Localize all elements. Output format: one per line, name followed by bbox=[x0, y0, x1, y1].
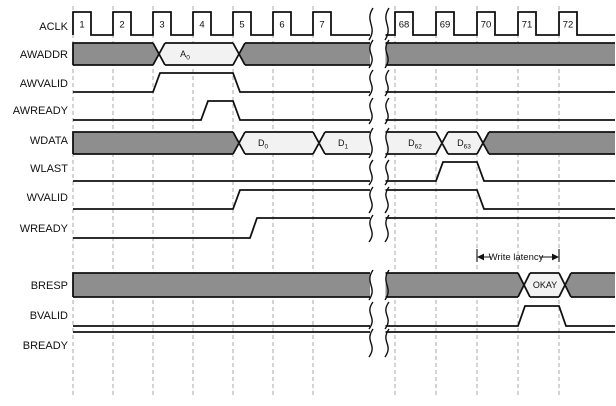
signal-label-awvalid: AWVALID bbox=[20, 78, 68, 90]
bus-value-d0: D0 bbox=[258, 138, 269, 151]
signal-label-awready: AWREADY bbox=[13, 105, 69, 117]
cycle-number: 4 bbox=[199, 20, 204, 31]
signal-label-wvalid: WVALID bbox=[27, 192, 68, 204]
cycle-number: 69 bbox=[440, 20, 451, 31]
cycle-numbers: 1 2 3 4 5 6 7 68 69 70 71 72 bbox=[79, 20, 573, 31]
signal-label-wdata: WDATA bbox=[30, 135, 69, 147]
bresp-value-cell bbox=[524, 273, 565, 297]
bus-value-d63: D63 bbox=[457, 138, 471, 151]
write-latency-ticks bbox=[476, 249, 560, 262]
cycle-number: 72 bbox=[563, 20, 574, 31]
bresp-busy-fill bbox=[73, 273, 615, 297]
signal-label-bready: BREADY bbox=[23, 340, 69, 352]
cycle-number: 1 bbox=[79, 20, 84, 31]
cycle-number: 68 bbox=[399, 20, 410, 31]
waveform-wdata bbox=[72, 131, 615, 155]
cycle-number: 71 bbox=[522, 20, 533, 31]
waveform-wvalid bbox=[73, 189, 615, 210]
cycle-number: 7 bbox=[319, 20, 324, 31]
write-latency-label: Write latency bbox=[489, 252, 544, 263]
signal-label-aclk: ACLK bbox=[39, 21, 68, 33]
bus-value-okay: OKAY bbox=[533, 280, 557, 290]
cycle-number: 70 bbox=[481, 20, 492, 31]
cycle-number: 5 bbox=[239, 20, 244, 31]
signal-label-bresp: BRESP bbox=[31, 280, 68, 292]
cycle-number: 3 bbox=[159, 20, 164, 31]
bus-value-a0: A0 bbox=[180, 49, 190, 62]
awaddr-busy-fill bbox=[73, 43, 615, 65]
waveform-awready bbox=[73, 100, 615, 121]
cycle-number: 2 bbox=[119, 20, 124, 31]
bus-value-labels: A0 D0 D1 D62 D63 OKAY bbox=[180, 49, 557, 290]
arrow-right-icon bbox=[552, 253, 559, 261]
arrow-left-icon bbox=[477, 253, 484, 261]
signal-labels: ACLK AWADDR AWVALID AWREADY WDATA WLAST … bbox=[13, 21, 69, 352]
signal-label-wready: WREADY bbox=[20, 223, 69, 235]
waveform-wready bbox=[73, 217, 615, 239]
bus-value-d62: D62 bbox=[408, 138, 422, 151]
waveform-bresp bbox=[72, 272, 615, 298]
waveform-aclk bbox=[72, 11, 615, 36]
signal-label-awaddr: AWADDR bbox=[20, 49, 68, 61]
time-break bbox=[368, 7, 390, 358]
waveform-awvalid bbox=[73, 72, 615, 93]
waveform-wlast bbox=[73, 161, 615, 182]
waveform-awaddr bbox=[72, 42, 615, 66]
waveform-bvalid bbox=[73, 305, 615, 327]
wdata-busy-fill bbox=[73, 132, 615, 154]
cycle-number: 6 bbox=[279, 20, 284, 31]
time-break-left-squiggles bbox=[368, 7, 374, 358]
awaddr-value-cell bbox=[159, 43, 239, 65]
signal-label-wlast: WLAST bbox=[30, 163, 68, 175]
signal-label-bvalid: BVALID bbox=[30, 310, 68, 322]
bus-value-d1: D1 bbox=[338, 138, 349, 151]
wdata-value-cells bbox=[239, 132, 483, 154]
write-latency-annotation: Write latency bbox=[476, 249, 560, 263]
time-break-right-squiggles bbox=[384, 7, 390, 358]
